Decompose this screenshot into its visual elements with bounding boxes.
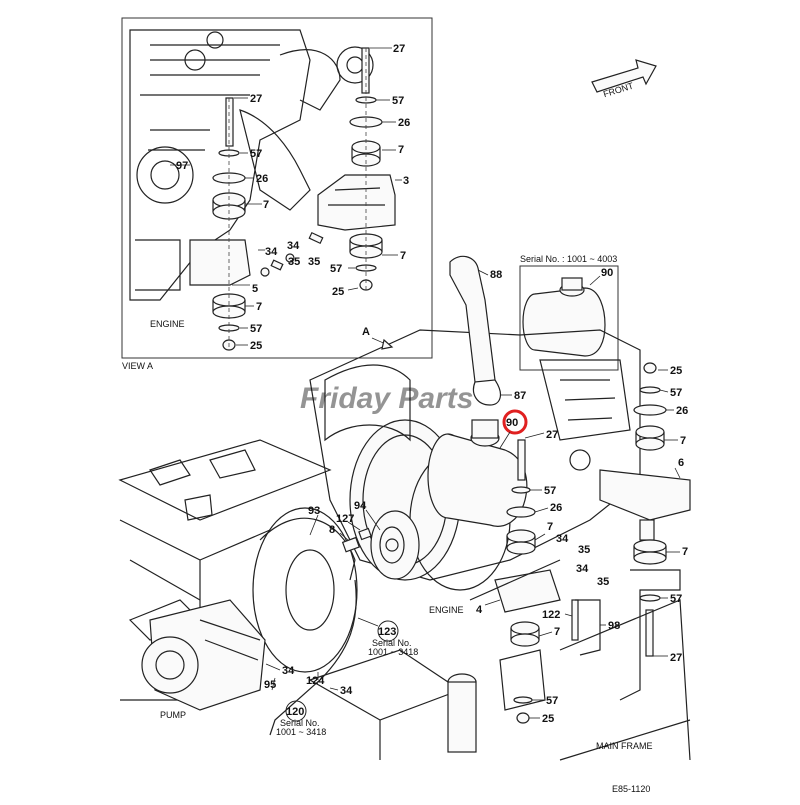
callout-26: 26 xyxy=(550,502,562,514)
callout-4: 4 xyxy=(476,604,483,616)
stud-27-l xyxy=(225,97,234,147)
view-a-engine-label: ENGINE xyxy=(150,319,185,329)
callout-57: 57 xyxy=(330,263,342,275)
callout-35: 35 xyxy=(578,544,590,556)
callout-6: 6 xyxy=(678,457,684,469)
serial-120-line2: 1001 ~ 3418 xyxy=(276,727,326,737)
callout-97: 97 xyxy=(176,160,188,172)
callout-94: 94 xyxy=(354,500,367,512)
callout-34: 34 xyxy=(576,563,589,575)
muffler-90 xyxy=(427,419,528,527)
view-a-callouts: 27 57 26 7 27 57 26 7 97 3 34 35 5 57 25… xyxy=(170,43,410,352)
pump-label: PUMP xyxy=(160,710,186,720)
main-frame-rails xyxy=(469,559,691,761)
callout-57: 57 xyxy=(250,148,262,160)
callout-34: 34 xyxy=(556,533,569,545)
callout-7: 7 xyxy=(682,546,688,558)
callout-7: 7 xyxy=(256,301,262,313)
callout-7: 7 xyxy=(400,250,406,262)
callout-127: 127 xyxy=(336,513,354,525)
pump-assembly xyxy=(141,599,266,711)
callout-25: 25 xyxy=(670,365,682,377)
serial-120: 120 Serial No. 1001 ~ 3418 xyxy=(276,700,326,737)
callout-35: 35 xyxy=(308,256,320,268)
exhaust-pipe-88 xyxy=(449,255,502,406)
callout-57: 57 xyxy=(670,593,682,605)
callout-57: 57 xyxy=(670,387,682,399)
callout-57: 57 xyxy=(250,323,262,335)
callout-5: 5 xyxy=(252,283,258,295)
callout-25: 25 xyxy=(250,340,262,352)
serial-inset-text: Serial No. : 1001 ~ 4003 xyxy=(520,254,617,264)
callout-34: 34 xyxy=(282,665,295,677)
callout-27: 27 xyxy=(393,43,405,55)
callout-25: 25 xyxy=(332,286,344,298)
serial-123-num: 123 xyxy=(378,626,396,638)
callout-27: 27 xyxy=(670,652,682,664)
serial-123-line1: Serial No. xyxy=(372,638,412,648)
center-mount-stack xyxy=(494,439,601,724)
right-mount-stack xyxy=(599,362,691,701)
callout-34: 34 xyxy=(265,246,278,258)
callout-34: 34 xyxy=(340,685,353,697)
coupling-94 xyxy=(370,510,420,580)
highlight-part-number: 90 xyxy=(506,417,518,429)
callout-95: 95 xyxy=(264,679,276,691)
serial-inset: Serial No. : 1001 ~ 4003 90 xyxy=(519,254,619,371)
view-a-engine-sketch xyxy=(129,29,374,301)
callout-7: 7 xyxy=(554,626,560,638)
callout-93: 93 xyxy=(308,505,320,517)
serial-inset-part-number: 90 xyxy=(601,267,613,279)
main-assembly: A 88 87 27 25 57 26 7 6 57 26 34 35 7 7 … xyxy=(118,255,691,761)
callout-7: 7 xyxy=(547,521,553,533)
front-arrow: FRONT xyxy=(591,59,657,99)
view-a-inset: 27 57 26 7 27 57 26 7 97 3 34 35 5 57 25… xyxy=(121,17,433,371)
callout-7: 7 xyxy=(680,435,686,447)
watermark: Friday Parts xyxy=(300,382,473,415)
mount-bracket-3 xyxy=(317,174,396,231)
callout-26: 26 xyxy=(398,117,410,129)
callout-26: 26 xyxy=(676,405,688,417)
callout-26: 26 xyxy=(256,173,268,185)
callout-27: 27 xyxy=(250,93,262,105)
serial-123: 123 Serial No. 1001 ~ 3418 xyxy=(357,617,418,657)
callout-57: 57 xyxy=(546,695,558,707)
highlight-part-90: 90 xyxy=(499,409,528,449)
main-frame-label: MAIN FRAME xyxy=(596,741,653,751)
callout-88: 88 xyxy=(490,269,502,281)
engine-label: ENGINE xyxy=(429,605,464,615)
callout-57: 57 xyxy=(392,95,404,107)
view-a-marker: A xyxy=(362,326,370,338)
callout-25: 25 xyxy=(542,713,554,725)
view-a-title: VIEW A xyxy=(122,361,153,371)
serial-120-line1: Serial No. xyxy=(280,718,320,728)
hose-120 xyxy=(269,579,357,736)
callout-87: 87 xyxy=(514,390,526,402)
callout-7: 7 xyxy=(398,144,404,156)
callout-122: 122 xyxy=(542,609,560,621)
callout-35: 35 xyxy=(288,256,300,268)
callout-34: 34 xyxy=(287,240,300,252)
main-callouts: 88 87 27 25 57 26 7 6 57 26 34 35 7 7 34… xyxy=(264,269,688,725)
callout-8: 8 xyxy=(329,524,335,536)
figure-code: E85-1120 xyxy=(612,784,650,794)
callout-57: 57 xyxy=(544,485,556,497)
callout-27: 27 xyxy=(546,429,558,441)
serial-123-line2: 1001 ~ 3418 xyxy=(368,647,418,657)
serial-120-num: 120 xyxy=(286,706,304,718)
serial-inset-frame xyxy=(519,265,619,371)
callout-98: 98 xyxy=(608,620,620,632)
view-a-frame xyxy=(121,17,433,359)
stud-27-r xyxy=(361,47,370,94)
callout-3: 3 xyxy=(403,175,409,187)
flex-plate-93 xyxy=(252,507,358,673)
mount-bracket-5 xyxy=(189,239,251,286)
callout-7: 7 xyxy=(263,199,269,211)
callout-124: 124 xyxy=(306,675,325,687)
callout-35: 35 xyxy=(597,576,609,588)
